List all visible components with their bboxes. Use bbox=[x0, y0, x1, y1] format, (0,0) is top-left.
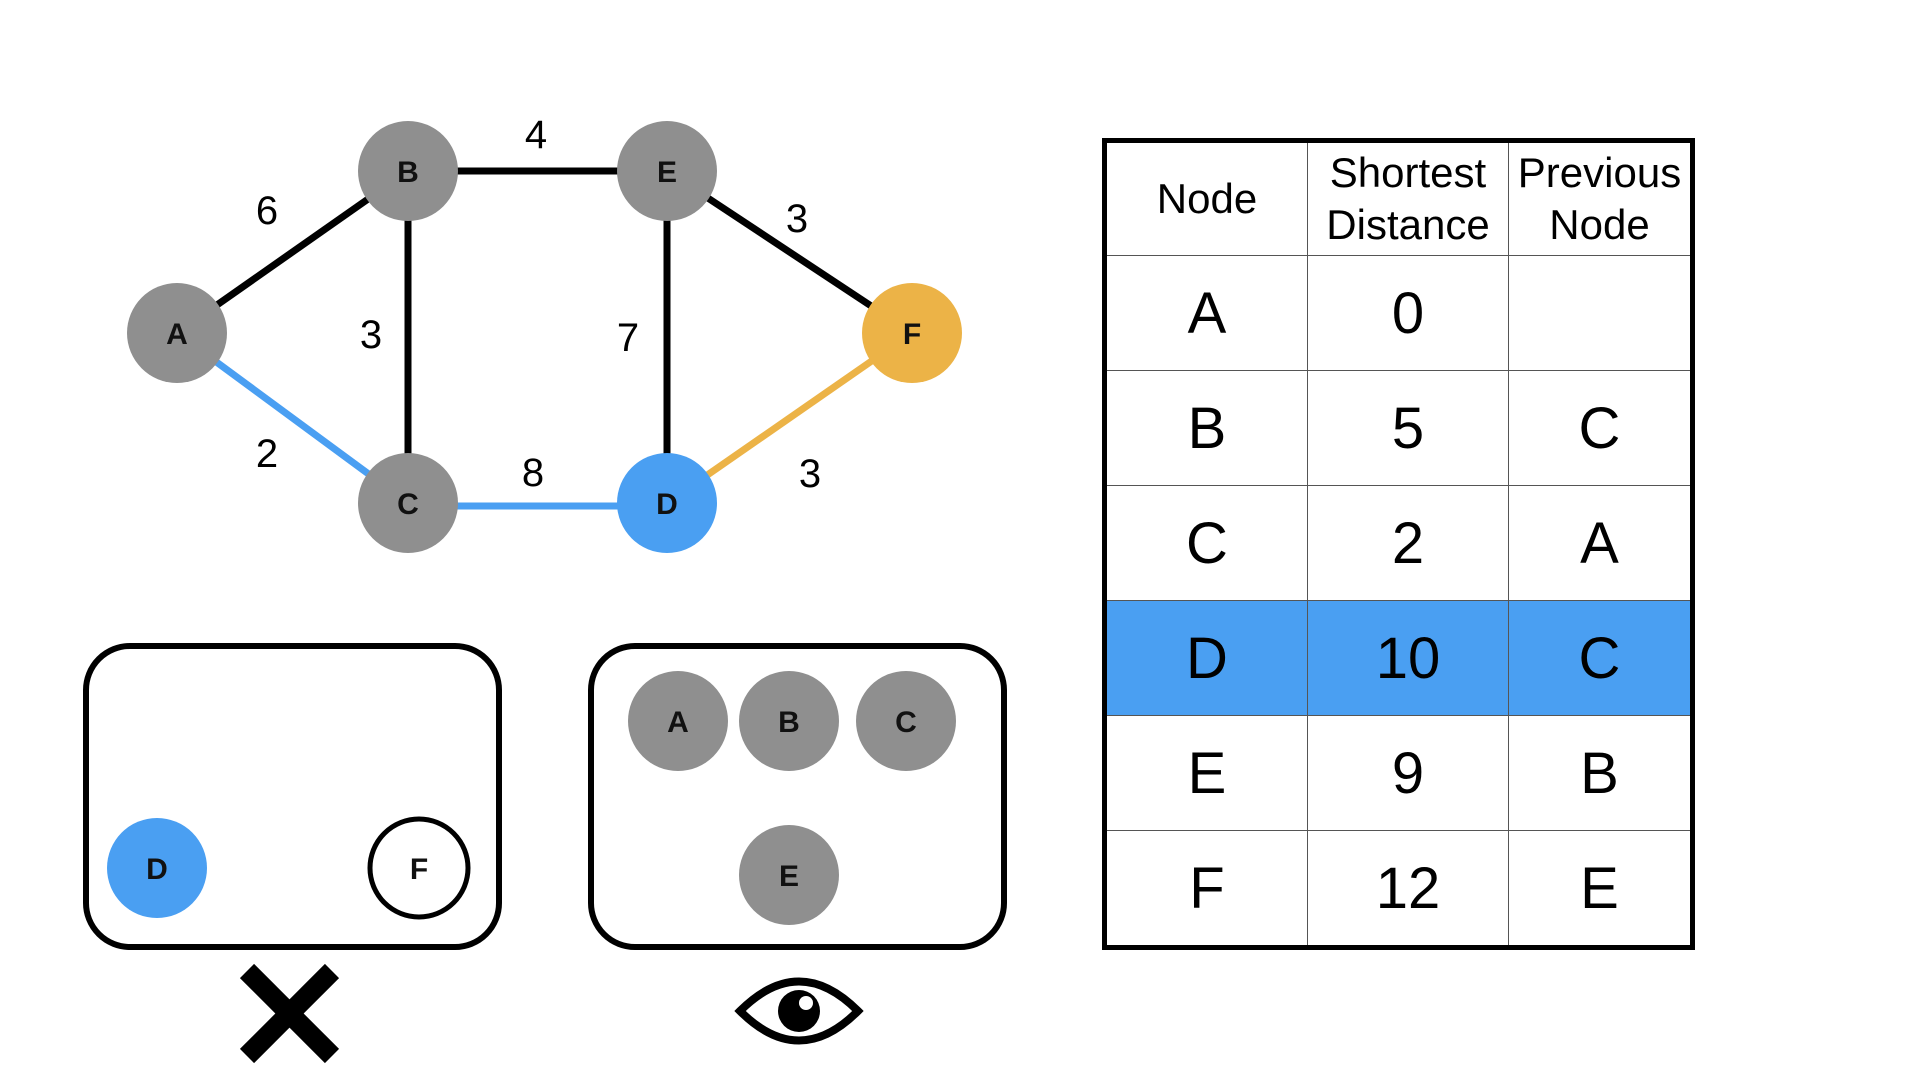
weight-c-d: 8 bbox=[522, 451, 544, 495]
header-shortest-distance: Shortest Distance bbox=[1307, 140, 1509, 256]
header-prev-line2: Node bbox=[1549, 201, 1650, 248]
weight-e-f: 3 bbox=[786, 197, 808, 241]
weight-b-c: 3 bbox=[360, 313, 382, 357]
cell-node: F bbox=[1104, 830, 1308, 948]
graph-node-b-label: B bbox=[397, 156, 419, 189]
cell-previous: E bbox=[1508, 830, 1693, 948]
weight-a-b: 6 bbox=[256, 189, 278, 233]
visited-node-c-label: C bbox=[895, 706, 917, 739]
unvisited-node-f[interactable]: F bbox=[367, 816, 471, 920]
edge-weights: 6 2 3 4 8 7 3 3 bbox=[256, 113, 821, 496]
graph-node-f-label: F bbox=[903, 318, 921, 351]
weight-e-d: 7 bbox=[617, 316, 639, 360]
visited-node-e[interactable]: E bbox=[739, 825, 839, 925]
header-dist-line2: Distance bbox=[1326, 201, 1490, 248]
visited-node-e-label: E bbox=[779, 860, 799, 893]
graph-node-b[interactable]: B bbox=[358, 121, 458, 221]
visited-node-a-label: A bbox=[667, 706, 689, 739]
cell-distance: 10 bbox=[1307, 600, 1509, 716]
cell-node: E bbox=[1104, 715, 1308, 831]
header-prev-line1: Previous bbox=[1517, 149, 1682, 196]
visited-node-b-label: B bbox=[778, 706, 800, 739]
graph-nodes: A B C D E F bbox=[127, 121, 962, 553]
visited-node-a[interactable]: A bbox=[628, 671, 728, 771]
cell-node: C bbox=[1104, 485, 1308, 601]
cell-previous: C bbox=[1508, 600, 1693, 716]
cell-previous bbox=[1508, 255, 1693, 371]
header-previous-node: Previous Node bbox=[1508, 140, 1693, 256]
cell-distance: 12 bbox=[1307, 830, 1509, 948]
cell-distance: 0 bbox=[1307, 255, 1509, 371]
weight-d-f: 3 bbox=[799, 452, 821, 496]
x-mark-icon bbox=[239, 963, 340, 1064]
cell-distance: 5 bbox=[1307, 370, 1509, 486]
unvisited-node-d[interactable]: D bbox=[107, 818, 207, 918]
cell-distance: 9 bbox=[1307, 715, 1509, 831]
graph-node-e[interactable]: E bbox=[617, 121, 717, 221]
weight-a-c: 2 bbox=[256, 432, 278, 476]
cell-node: B bbox=[1104, 370, 1308, 486]
distance-table: Node Shortest Distance Previous Node A 0… bbox=[1102, 138, 1695, 950]
graph-node-f[interactable]: F bbox=[862, 283, 962, 383]
graph-node-c-label: C bbox=[397, 488, 419, 521]
graph-node-d[interactable]: D bbox=[617, 453, 717, 553]
visited-node-b[interactable]: B bbox=[739, 671, 839, 771]
graph-node-d-label: D bbox=[656, 488, 678, 521]
cell-distance: 2 bbox=[1307, 485, 1509, 601]
graph-node-a-label: A bbox=[166, 318, 188, 351]
graph-node-e-label: E bbox=[657, 156, 677, 189]
table-row-highlighted: D 10 C bbox=[1104, 600, 1693, 716]
table-row: E 9 B bbox=[1104, 715, 1693, 831]
table-row: B 5 C bbox=[1104, 370, 1693, 486]
unvisited-node-f-label: F bbox=[410, 853, 428, 886]
header-node: Node bbox=[1104, 140, 1308, 256]
visited-node-c[interactable]: C bbox=[856, 671, 956, 771]
table-row: C 2 A bbox=[1104, 485, 1693, 601]
header-dist-line1: Shortest bbox=[1329, 149, 1487, 196]
cell-previous: B bbox=[1508, 715, 1693, 831]
eye-icon bbox=[734, 977, 864, 1045]
cell-node: A bbox=[1104, 255, 1308, 371]
unvisited-box: D F bbox=[83, 643, 502, 950]
graph-node-a[interactable]: A bbox=[127, 283, 227, 383]
cell-node: D bbox=[1104, 600, 1308, 716]
table-header-row: Node Shortest Distance Previous Node bbox=[1104, 140, 1693, 256]
table-row: A 0 bbox=[1104, 255, 1693, 371]
table-row: F 12 E bbox=[1104, 830, 1693, 948]
unvisited-node-d-label: D bbox=[146, 853, 168, 886]
cell-previous: C bbox=[1508, 370, 1693, 486]
visited-box: A B C E bbox=[588, 643, 1007, 950]
cell-previous: A bbox=[1508, 485, 1693, 601]
weight-b-e: 4 bbox=[525, 113, 547, 157]
graph-node-c[interactable]: C bbox=[358, 453, 458, 553]
